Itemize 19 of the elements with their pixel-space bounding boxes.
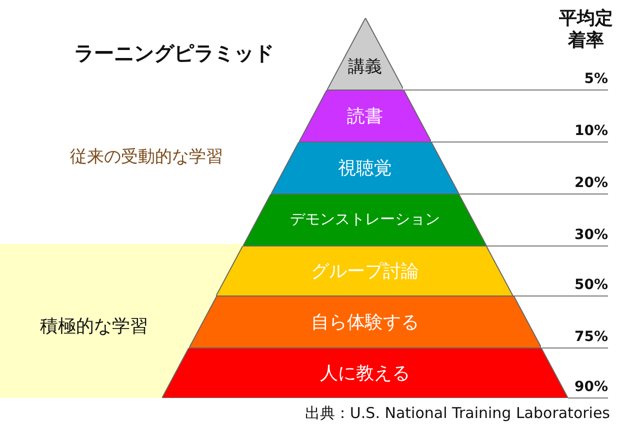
percentage-value: 50% <box>574 277 608 293</box>
layer-label: 視聴覚 <box>336 157 393 180</box>
source-caption: 出典：U.S. National Training Laboratories <box>304 404 610 423</box>
column-heading: 平均定着率 <box>558 8 614 52</box>
layer-label: 読書 <box>346 105 384 128</box>
layer-label: グループ討論 <box>310 260 420 284</box>
percentage-value: 90% <box>574 379 608 395</box>
percentage-value: 30% <box>574 227 608 243</box>
percentage-value: 10% <box>574 123 608 139</box>
percentage-value: 20% <box>574 175 608 191</box>
group-label: 従来の受動的な学習 <box>70 146 223 168</box>
percentage-value: 5% <box>584 71 608 87</box>
band-label: 積極的な学習 <box>40 315 148 338</box>
layer-label: 人に教える <box>319 362 411 386</box>
layer-label: デモンストレーション <box>288 210 441 230</box>
diagram-title: ラーニングピラミッド <box>74 40 274 67</box>
layer-label: 講義 <box>346 56 383 78</box>
percentage-value: 75% <box>574 329 608 345</box>
layer-label: 自ら体験する <box>310 311 420 334</box>
